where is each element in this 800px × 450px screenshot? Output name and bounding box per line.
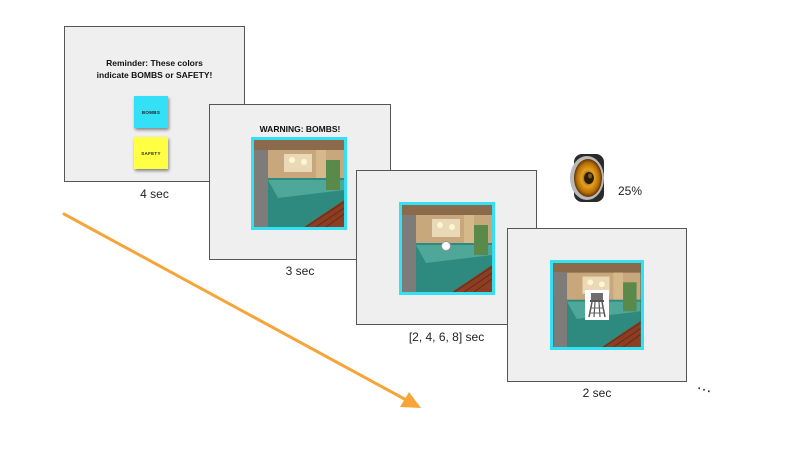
- pool-image: [402, 205, 492, 292]
- speaker-icon: [570, 154, 604, 202]
- safety-color-swatch: SAFETY: [134, 137, 168, 169]
- outcome-duration: 2 sec: [582, 386, 612, 400]
- outcome-slide: [507, 228, 687, 382]
- pool-image: [254, 140, 344, 227]
- bombs-label: BOMBS: [141, 109, 161, 115]
- safety-object-box: [585, 290, 609, 320]
- safety-label: SAFETY: [141, 150, 161, 156]
- pool-image-frame: [550, 260, 644, 350]
- reminder-duration: 4 sec: [140, 187, 169, 201]
- fixation-dot: [441, 241, 451, 251]
- pool-image-frame: [399, 202, 495, 295]
- reminder-text-line1: Reminder: These colors: [106, 58, 203, 68]
- sound-percentage: 25%: [618, 184, 643, 198]
- anticipation-slide: [356, 170, 537, 325]
- warning-title: WARNING: BOMBS!: [259, 124, 341, 134]
- warning-duration: 3 sec: [285, 264, 315, 278]
- pool-image-frame: [251, 137, 347, 230]
- reminder-text-line2: indicate BOMBS or SAFETY!: [96, 70, 213, 80]
- anticipation-duration: [2, 4, 6, 8] sec: [408, 330, 485, 344]
- bombs-color-swatch: BOMBS: [134, 96, 168, 128]
- continuation-ellipsis: …: [694, 375, 717, 398]
- lifeguard-chair-icon: [588, 293, 606, 318]
